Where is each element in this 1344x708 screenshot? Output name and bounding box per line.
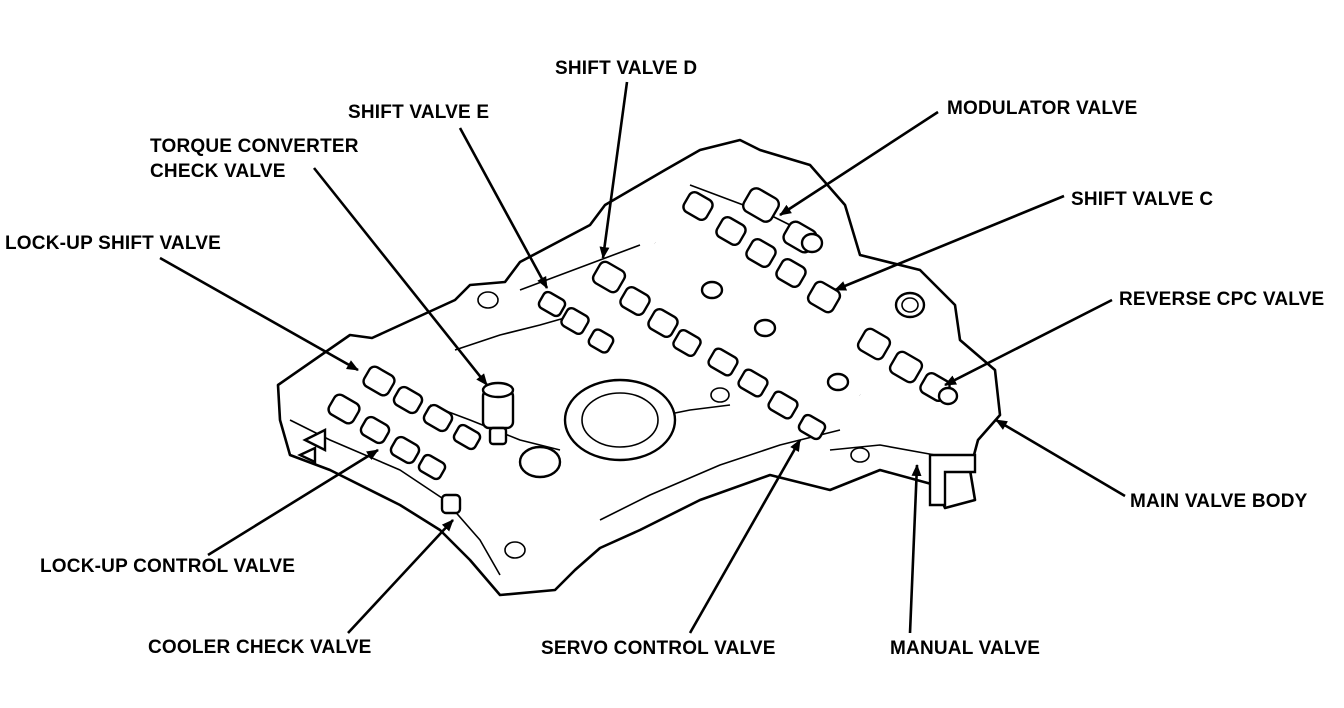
leader-shift-valve-c <box>834 194 1065 292</box>
label-torque-converter-line-1: TORQUE CONVERTER <box>150 136 359 157</box>
leader-shift-valve-e <box>458 127 549 289</box>
leader-lines <box>159 81 1126 634</box>
shift-valve-c-spool <box>715 215 842 314</box>
label-lock-up-control-valve: LOCK-UP CONTROL VALVE <box>40 556 296 577</box>
label-modulator-valve: MODULATOR VALVE <box>947 98 1138 119</box>
leader-lock-up-control-valve <box>207 448 379 557</box>
servo-control-valve-spool <box>707 347 827 441</box>
leader-reverse-cpc-valve <box>944 298 1113 387</box>
leader-shift-valve-d <box>599 81 629 259</box>
label-cooler-check-valve: COOLER CHECK VALVE <box>148 637 372 658</box>
main-valve-body-outline <box>276 138 1002 597</box>
manual-valve-rod <box>653 240 862 398</box>
shift-valve-d-spool <box>591 260 702 358</box>
label-manual-valve: MANUAL VALVE <box>890 638 1041 659</box>
label-torque-converter-line-2: CHECK VALVE <box>150 161 286 182</box>
shift-valve-e-spool <box>537 290 615 354</box>
label-lock-up-shift-valve: LOCK-UP SHIFT VALVE <box>5 233 221 254</box>
lock-up-shift-valve-spool <box>362 365 482 451</box>
leader-lock-up-shift-valve <box>159 256 359 372</box>
label-shift-valve-c: SHIFT VALVE C <box>1071 189 1214 210</box>
label-torque-converter-check-valve: TORQUE CONVERTER CHECK VALVE <box>150 134 359 184</box>
lock-up-control-valve-spool <box>327 393 462 515</box>
leader-manual-valve <box>908 464 922 634</box>
leader-main-valve-body <box>995 418 1126 498</box>
leader-servo-control-valve <box>688 439 802 634</box>
label-reverse-cpc-valve: REVERSE CPC VALVE <box>1119 289 1325 310</box>
modulator-valve-spool <box>682 187 824 254</box>
label-shift-valve-d: SHIFT VALVE D <box>555 58 698 79</box>
label-main-valve-body: MAIN VALVE BODY <box>1130 491 1308 512</box>
leader-cooler-check-valve <box>347 519 454 634</box>
torque-converter-check-valve-part <box>481 381 515 446</box>
label-servo-control-valve: SERVO CONTROL VALVE <box>541 638 776 659</box>
leader-modulator-valve <box>779 110 939 217</box>
valve-spools <box>327 187 959 515</box>
reverse-cpc-valve-spool <box>856 327 959 406</box>
leader-torque-converter-check-valve <box>312 167 489 386</box>
label-shift-valve-e: SHIFT VALVE E <box>348 102 490 123</box>
